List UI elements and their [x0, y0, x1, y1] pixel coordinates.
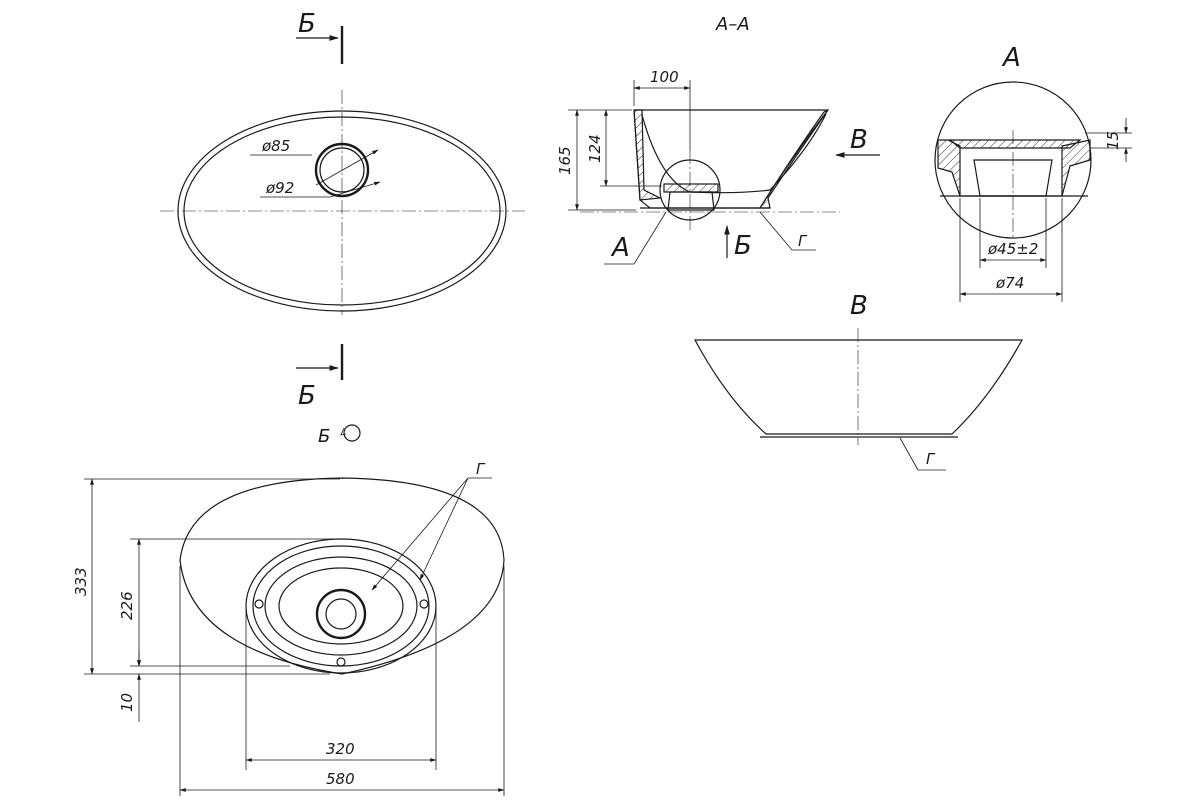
dim-320-label: 320	[326, 740, 355, 758]
bottom-b-arrow-label: Б	[734, 231, 752, 261]
foot-g-leader-b	[899, 437, 919, 471]
bottom-view: Б Г 333 226 10 320	[72, 424, 505, 796]
bowl-inner-surface	[641, 113, 827, 194]
section-mark-top: Б	[298, 9, 316, 39]
drain-body	[667, 191, 715, 211]
section-mark-bottom: Б	[298, 381, 316, 411]
rotation-symbol	[343, 424, 361, 442]
drain-hole-outer	[314, 142, 370, 198]
detail-a-callout: А	[610, 233, 630, 263]
view-b-arrow-label: В	[850, 125, 868, 155]
mount-hole-bottom	[336, 657, 346, 667]
bowl-section-outline	[633, 109, 830, 209]
drain-outer	[315, 588, 367, 640]
dim-74-label: ø74	[995, 274, 1024, 292]
bowl-elevation-outline	[693, 339, 1024, 435]
bottom-view-title: Б	[318, 426, 330, 447]
basin-bottom-outline	[179, 477, 505, 675]
dim-580-label: 580	[326, 770, 355, 788]
detail-a-title: А	[1001, 43, 1021, 73]
foot-g-label: Г	[798, 232, 808, 250]
recess-inner	[278, 567, 404, 645]
mount-hole-left	[254, 599, 264, 609]
dim-15-label: 15	[1104, 131, 1122, 150]
dim-124-label: 124	[586, 134, 604, 163]
recess-outer	[264, 556, 418, 656]
rotation-arrow-head	[340, 427, 347, 436]
foot-g-label-bottom: Г	[476, 460, 486, 478]
foot-g-leader-2	[419, 477, 469, 581]
foot-g-label-b: Г	[926, 450, 936, 468]
dim-165-label: 165	[556, 146, 574, 175]
dia-outer-leader	[329, 181, 381, 198]
drain-inner	[325, 598, 357, 630]
dim-10-label: 10	[118, 693, 136, 712]
top-view: ø85 ø92 Б Б	[160, 9, 525, 411]
wall-hatch-left	[633, 109, 663, 201]
foot-g-leader-1	[371, 477, 469, 591]
foot-ring-outer	[245, 538, 437, 674]
mount-hole-right	[419, 599, 429, 609]
dim-45-label: ø45±2	[987, 240, 1038, 258]
wall-hatch-right	[758, 109, 829, 209]
detail-a-leader	[633, 211, 667, 265]
drain-hole-inner	[319, 147, 365, 193]
dim-333-label: 333	[72, 567, 90, 596]
section-aa-title: А–А	[715, 14, 750, 35]
section-aa-view: А–А 100 165 124 В А Б Г	[556, 14, 880, 265]
dia-inner-label: ø85	[261, 137, 290, 155]
detail-a-view: А 15 ø45±2 ø74	[934, 43, 1132, 302]
foot-g-leader	[759, 211, 793, 251]
view-b-title: В	[850, 291, 868, 321]
dim-226-label: 226	[118, 591, 136, 620]
drain-cap-hatch	[663, 183, 719, 193]
detail-boundary-circle	[934, 81, 1092, 239]
dim-100-label: 100	[650, 68, 679, 86]
dia-inner-leader	[315, 149, 379, 186]
detail-cap-hatch	[948, 139, 1082, 149]
view-b: В Г	[693, 291, 1024, 471]
dia-outer-label: ø92	[265, 179, 294, 197]
